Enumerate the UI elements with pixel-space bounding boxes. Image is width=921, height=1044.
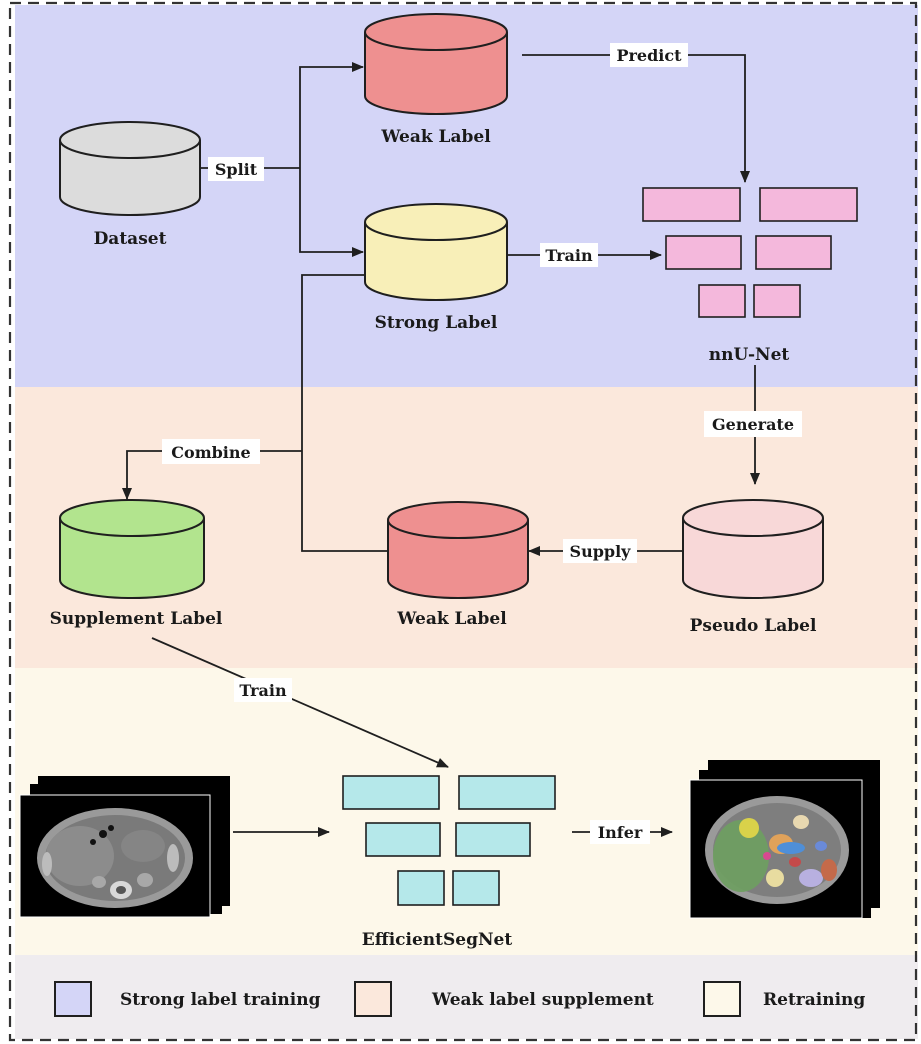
- edge-label-split: Split: [215, 160, 258, 179]
- edge-train-bottom: [151, 637, 449, 768]
- ct-scan-stack-icon: [19, 776, 230, 918]
- node-label-weak-top: Weak Label: [380, 127, 491, 147]
- node-label-pseudo: Pseudo Label: [690, 616, 817, 636]
- edge-label-combine: Combine: [171, 443, 250, 462]
- legend-swatch-weak: [354, 981, 392, 1017]
- nnunet-network-icon: [642, 187, 858, 318]
- node-label-weak-mid: Weak Label: [396, 609, 507, 629]
- edge-label-train-bottom: Train: [239, 681, 287, 700]
- region-legend: [15, 955, 918, 1039]
- node-label-supplement: Supplement Label: [50, 609, 223, 629]
- edge-label-infer: Infer: [598, 823, 643, 842]
- outer-dashed-border: [8, 1, 918, 1042]
- legend-label-retraining: Retraining: [763, 990, 865, 1010]
- legend-label-weak: Weak label supplement: [431, 990, 654, 1010]
- weak-label-top-cylinder-icon: [364, 13, 508, 115]
- dataset-cylinder-icon: [59, 121, 201, 216]
- edge-combine-strong: [301, 274, 365, 451]
- edge-combine-weak: [301, 451, 388, 552]
- node-label-strong: Strong Label: [375, 313, 498, 333]
- node-label-efficientsegnet: EfficientSegNet: [362, 930, 513, 950]
- pseudo-label-cylinder-icon: [682, 499, 824, 599]
- node-label-dataset: Dataset: [94, 229, 167, 249]
- edge-split-strong: [299, 168, 364, 257]
- strong-label-cylinder-icon: [364, 203, 508, 301]
- segmented-ct-stack-icon: [689, 760, 880, 919]
- edge-predict: [522, 54, 750, 183]
- node-label-nnunet: nnU-Net: [709, 345, 790, 365]
- edge-label-predict: Predict: [616, 46, 682, 65]
- legend-label-strong: Strong label training: [120, 990, 321, 1010]
- supplement-label-cylinder-icon: [59, 499, 205, 599]
- edge-label-supply: Supply: [570, 542, 632, 561]
- weak-label-mid-cylinder-icon: [387, 501, 529, 599]
- edge-label-generate: Generate: [712, 415, 794, 434]
- efficientsegnet-network-icon: [342, 775, 556, 906]
- legend-swatch-retraining: [703, 981, 741, 1017]
- edge-split-weak: [299, 62, 364, 168]
- edge-label-train-top: Train: [545, 246, 593, 265]
- legend-swatch-strong: [54, 981, 92, 1017]
- legend: Strong label training Weak label supplem…: [54, 981, 865, 1017]
